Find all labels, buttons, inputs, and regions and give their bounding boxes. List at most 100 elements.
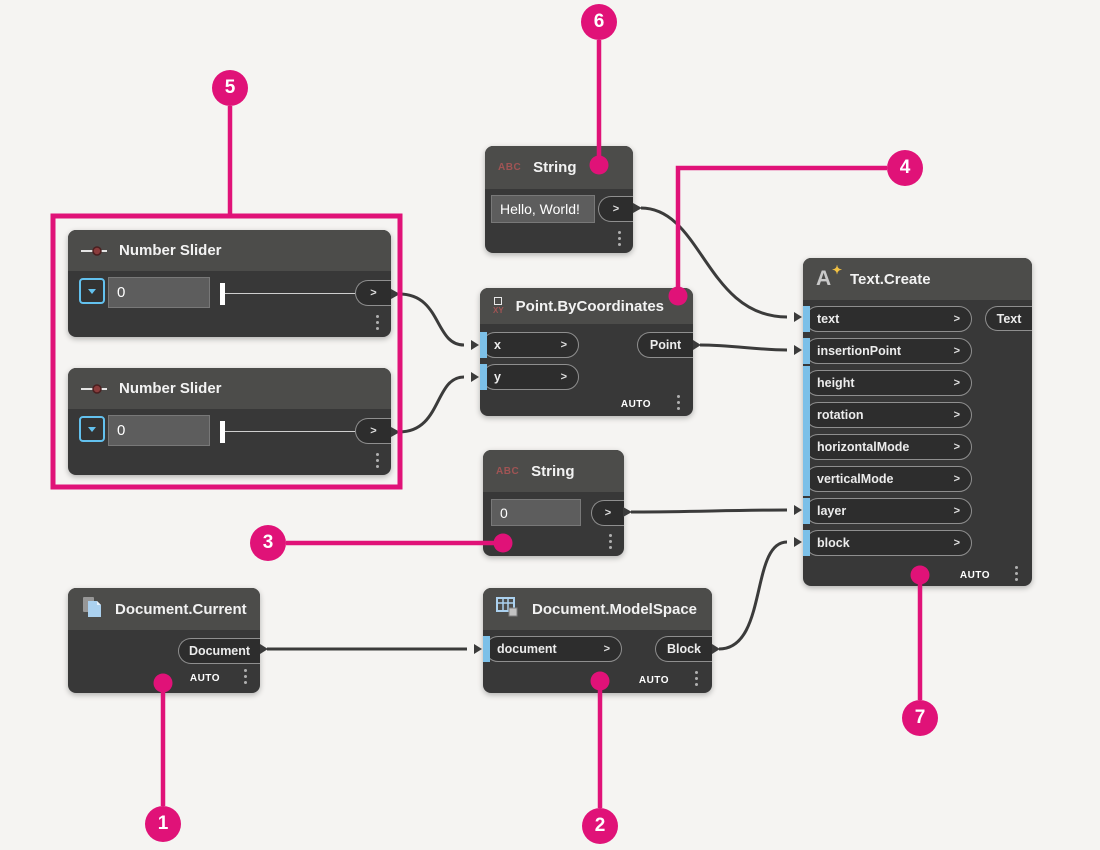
chevron-right-icon: > xyxy=(953,441,960,453)
callout-number: 2 xyxy=(594,815,606,836)
node-header[interactable]: Document.ModelSpace xyxy=(483,588,712,630)
port-input-x[interactable]: x > xyxy=(480,332,693,358)
port-label: Document xyxy=(188,644,251,658)
slider-value-input[interactable] xyxy=(108,277,210,308)
port-input-rotation[interactable]: rotation > xyxy=(803,398,1032,432)
port-default-marker xyxy=(480,332,487,358)
port-label: Point xyxy=(649,338,682,352)
node-menu-ellipsis-icon[interactable] xyxy=(618,231,621,246)
chevron-right-icon: > xyxy=(953,377,960,389)
slider-settings-dropdown[interactable] xyxy=(79,416,105,442)
port-output[interactable]: > xyxy=(355,418,391,444)
port-output[interactable]: > xyxy=(355,280,391,306)
port-input-text[interactable]: text > xyxy=(803,306,1032,332)
port-label: document xyxy=(497,642,557,656)
port-input-document[interactable]: document > xyxy=(483,636,712,662)
chevron-down-icon xyxy=(88,288,96,294)
node-menu-ellipsis-icon[interactable] xyxy=(1015,566,1018,581)
node-menu-ellipsis-icon[interactable] xyxy=(376,453,379,468)
port-output-document[interactable]: Document xyxy=(178,638,260,664)
node-header[interactable]: ABC String xyxy=(485,146,633,189)
node-header[interactable]: A✦ Text.Create xyxy=(803,258,1032,300)
slider-value-input[interactable] xyxy=(108,415,210,446)
node-point-bycoordinates[interactable]: XY Point.ByCoordinates x > y > Point AUT… xyxy=(480,288,693,416)
callout-number: 5 xyxy=(224,77,236,98)
port-input-insertionpoint[interactable]: insertionPoint > xyxy=(803,338,1032,364)
port-output-text[interactable]: Text xyxy=(985,306,1032,331)
slider-settings-dropdown[interactable] xyxy=(79,278,105,304)
number-slider-icon xyxy=(81,383,107,395)
slider-handle[interactable] xyxy=(220,283,225,305)
port-input-y[interactable]: y > xyxy=(480,364,693,390)
port-input-block[interactable]: block > xyxy=(803,530,1032,556)
node-string-hello[interactable]: ABC String > xyxy=(485,146,633,253)
node-menu-ellipsis-icon[interactable] xyxy=(244,669,247,684)
node-menu-ellipsis-icon[interactable] xyxy=(695,671,698,686)
lacing-auto-label[interactable]: AUTO xyxy=(638,675,669,686)
lacing-auto-label[interactable]: AUTO xyxy=(959,570,990,581)
modelspace-grid-icon xyxy=(496,596,520,622)
wire-string-to-layer[interactable] xyxy=(630,508,788,514)
port-default-marker xyxy=(803,430,810,464)
node-text-create[interactable]: A✦ Text.Create text > insertionPoint > h… xyxy=(803,258,1032,586)
wire-slider2-to-point-y[interactable] xyxy=(398,375,465,434)
port-label: insertionPoint xyxy=(817,344,902,358)
slider-track[interactable] xyxy=(222,293,355,294)
string-value-input[interactable] xyxy=(491,499,581,526)
port-default-marker xyxy=(803,338,810,364)
chevron-right-icon: > xyxy=(612,203,620,215)
chevron-down-icon xyxy=(88,426,96,432)
node-menu-ellipsis-icon[interactable] xyxy=(376,315,379,330)
port-label: height xyxy=(817,376,855,390)
port-output-point[interactable]: Point xyxy=(637,332,693,358)
string-value-input[interactable] xyxy=(491,195,595,223)
slider-track[interactable] xyxy=(222,431,355,432)
node-header[interactable]: Number Slider xyxy=(68,368,391,409)
wire-block-to-block[interactable] xyxy=(718,540,788,651)
port-label: text xyxy=(817,312,840,326)
node-header[interactable]: Number Slider xyxy=(68,230,391,271)
string-abc-icon: ABC xyxy=(496,465,520,477)
node-header[interactable]: ABC String xyxy=(483,450,624,492)
point-xy-icon: XY xyxy=(493,297,504,315)
port-output[interactable]: > xyxy=(591,500,624,526)
lacing-auto-label[interactable]: AUTO xyxy=(620,399,651,410)
wire-point-to-insertionpoint[interactable] xyxy=(699,343,788,352)
node-title: Document.ModelSpace xyxy=(532,600,698,618)
node-number-slider-1[interactable]: Number Slider > xyxy=(68,230,391,337)
port-default-marker xyxy=(803,462,810,496)
node-document-current[interactable]: Document.Current Document AUTO xyxy=(68,588,260,693)
port-output-block[interactable]: Block xyxy=(655,636,712,662)
port-input-horizontalmode[interactable]: horizontalMode > xyxy=(803,430,1032,464)
port-default-marker xyxy=(803,366,810,400)
node-document-modelspace[interactable]: Document.ModelSpace document > Block AUT… xyxy=(483,588,712,693)
chevron-right-icon: > xyxy=(953,313,960,325)
chevron-right-icon: > xyxy=(604,507,612,519)
port-label: Block xyxy=(666,642,702,656)
node-menu-ellipsis-icon[interactable] xyxy=(609,534,612,549)
port-input-layer[interactable]: layer > xyxy=(803,498,1032,524)
callout-badge-4: 4 xyxy=(887,150,923,186)
node-number-slider-2[interactable]: Number Slider > xyxy=(68,368,391,475)
lacing-auto-label[interactable]: AUTO xyxy=(189,673,220,684)
text-create-icon: A✦ xyxy=(816,263,842,290)
port-input-verticalmode[interactable]: verticalMode > xyxy=(803,462,1032,496)
chevron-right-icon: > xyxy=(603,643,610,655)
chevron-right-icon: > xyxy=(560,371,567,383)
slider-handle[interactable] xyxy=(220,421,225,443)
node-header[interactable]: XY Point.ByCoordinates xyxy=(480,288,693,324)
node-string-zero[interactable]: ABC String > xyxy=(483,450,624,556)
port-label: layer xyxy=(817,504,847,518)
node-menu-ellipsis-icon[interactable] xyxy=(677,395,680,410)
node-title: String xyxy=(533,159,577,176)
wire-slider1-to-point-x[interactable] xyxy=(398,292,465,347)
node-header[interactable]: Document.Current xyxy=(68,588,260,630)
callout-badge-3: 3 xyxy=(250,525,286,561)
port-input-height[interactable]: height > xyxy=(803,366,1032,400)
callout-number: 7 xyxy=(914,707,926,728)
node-title: Number Slider xyxy=(119,380,222,397)
port-output[interactable]: > xyxy=(598,196,633,222)
callout-badge-2: 2 xyxy=(582,808,618,844)
chevron-right-icon: > xyxy=(953,505,960,517)
